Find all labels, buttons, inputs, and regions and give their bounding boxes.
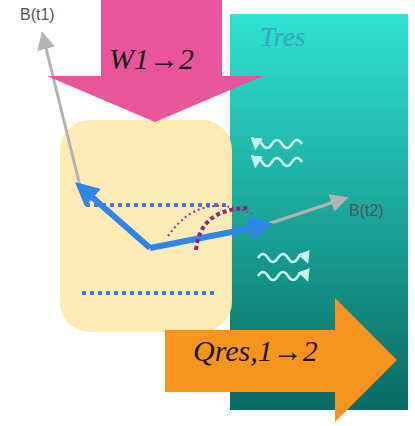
node-label: Qres,1→2 [193,334,318,368]
work-arrow: W1→2 [47,0,263,122]
heat-arrow-fill [165,298,397,422]
node-label: Tres [260,22,306,53]
node-label: W1→2 [109,42,194,76]
spin-vector [84,190,150,248]
vector-label: B(t1) [20,6,55,24]
vector-label: B(t2) [349,202,384,220]
heat-arrow: Qres,1→2 [165,298,397,422]
system-box [60,120,232,332]
energy-level [82,291,216,295]
field-vector [44,40,80,186]
energy-level [86,203,226,207]
